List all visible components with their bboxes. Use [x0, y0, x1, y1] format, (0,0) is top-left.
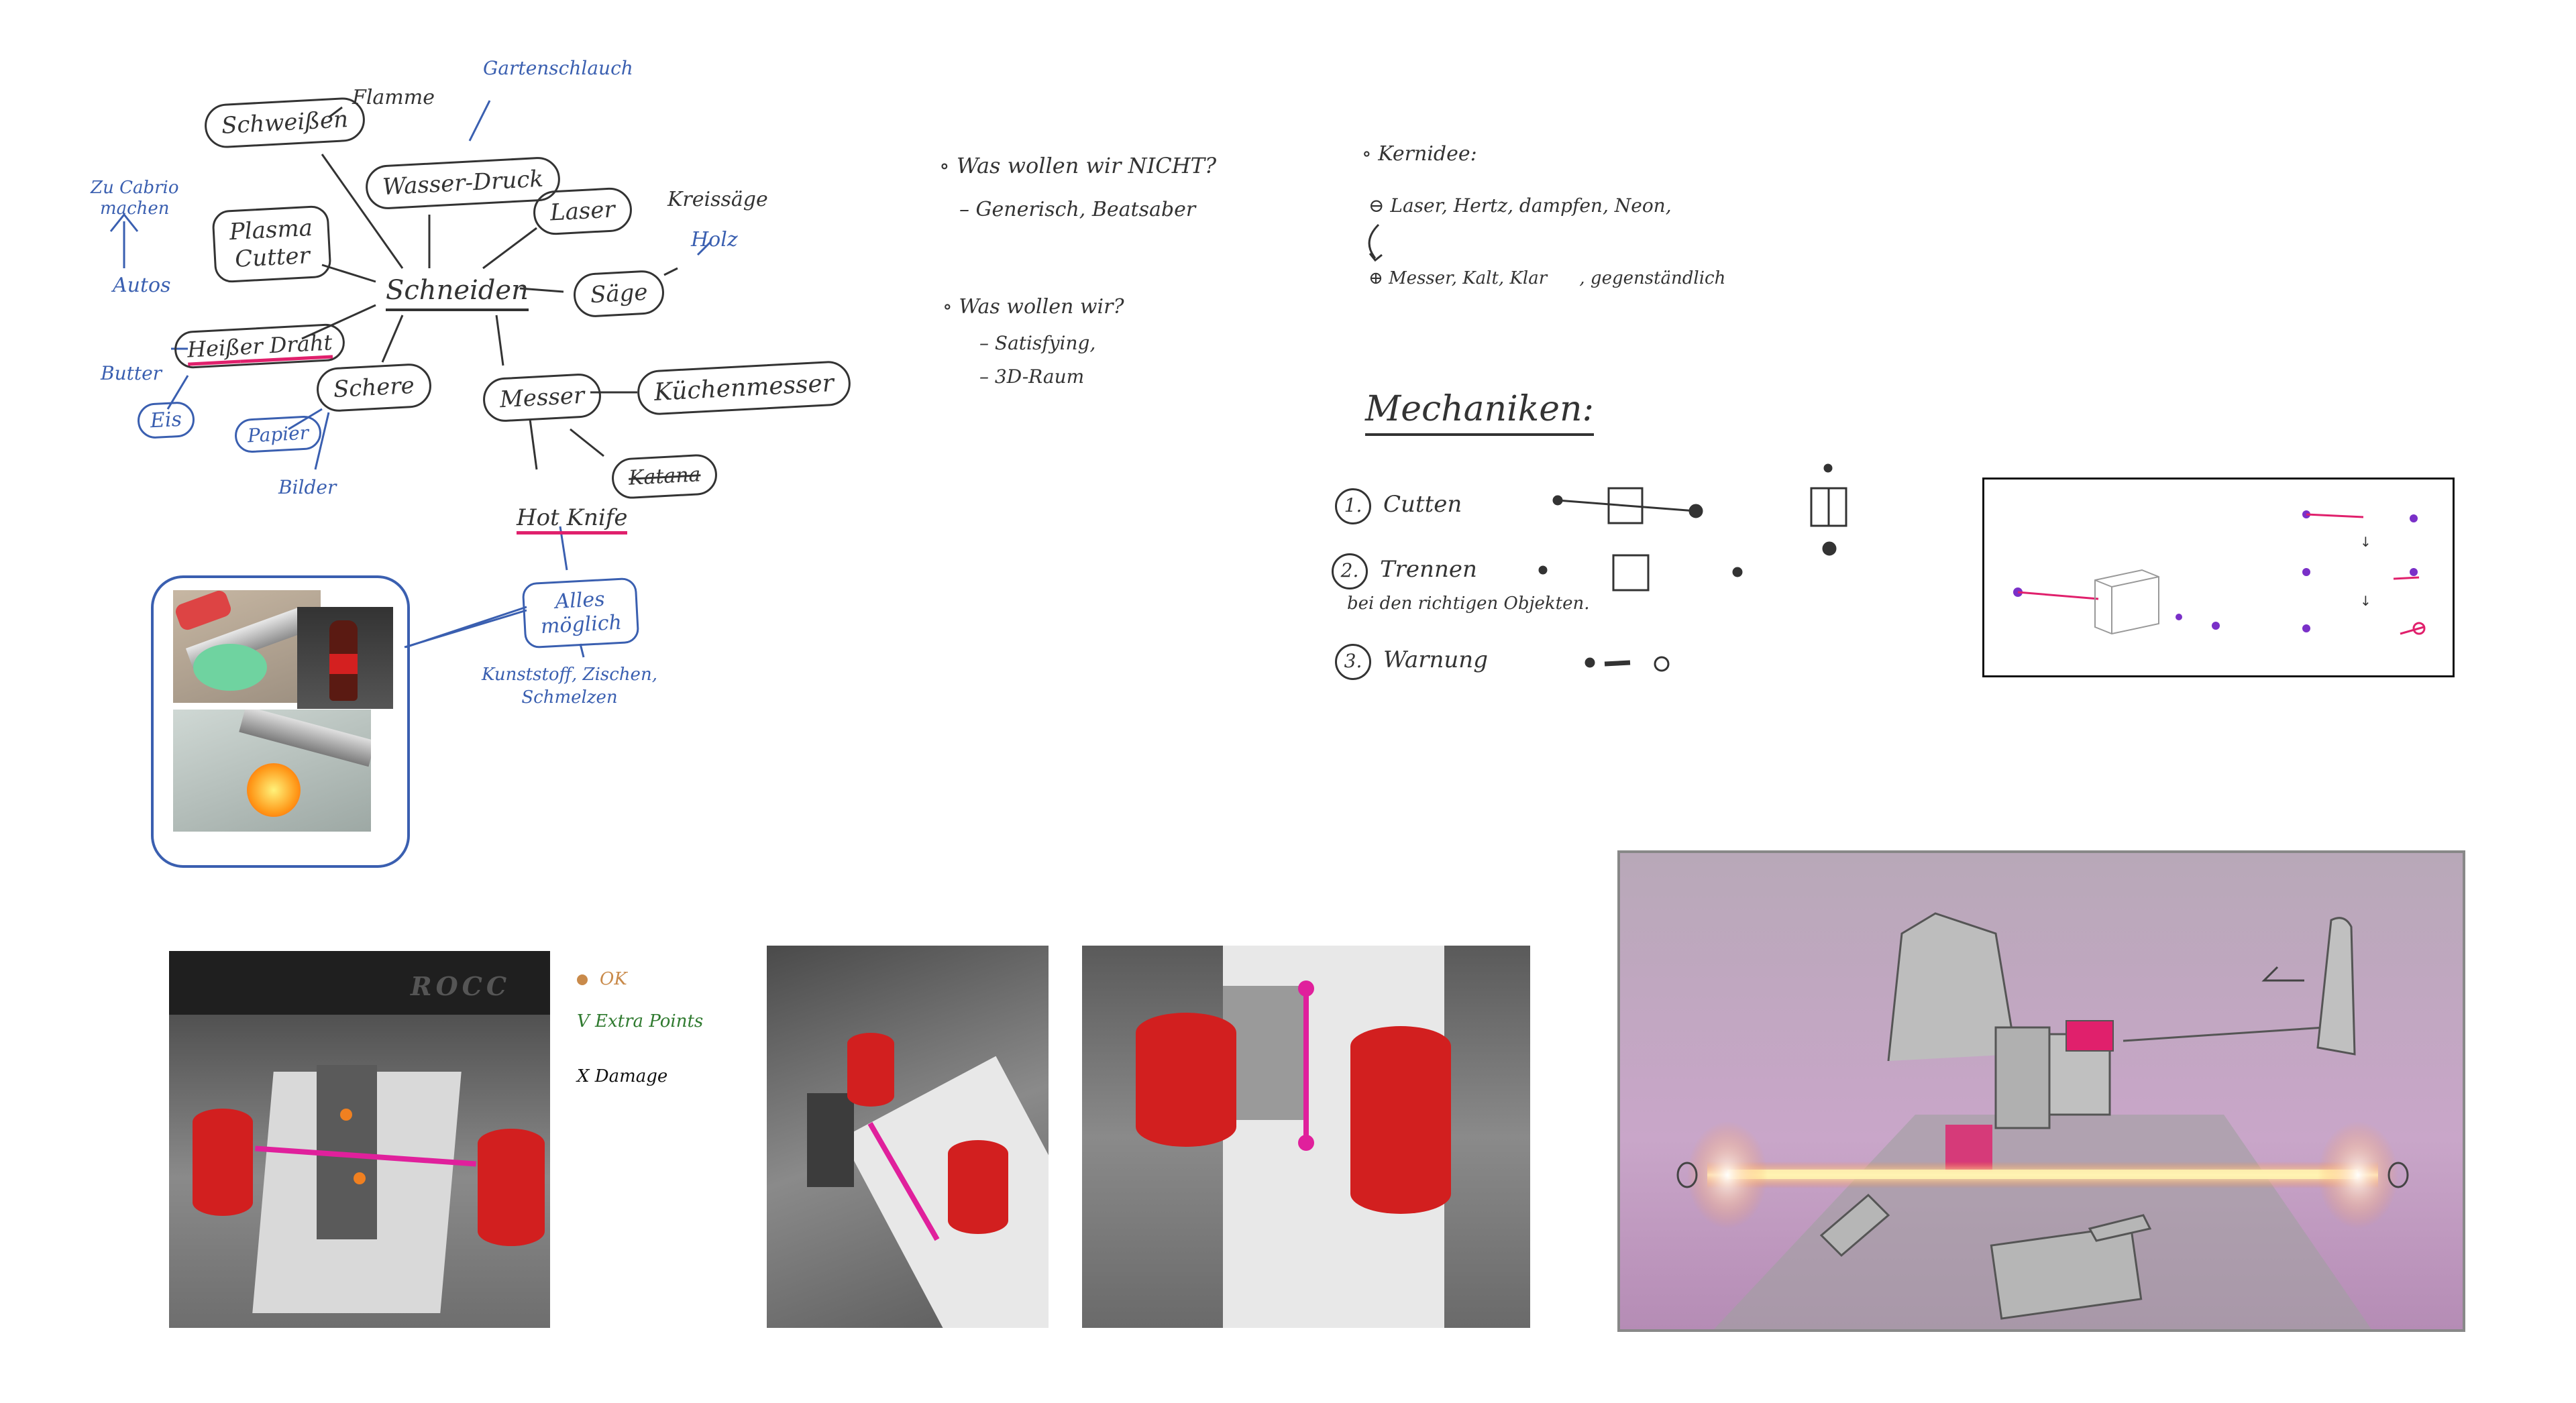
prototype-photo-2 — [767, 946, 1049, 1328]
plus-text: Messer, Kalt, Klar — [1389, 268, 1548, 288]
zu-cabrio-line-2: machen — [99, 199, 170, 219]
label-flamme: Flamme — [352, 86, 435, 109]
label-bilder: Bilder — [278, 476, 337, 498]
want-item-1-text: Satisfying, — [994, 332, 1096, 354]
hot-knife-text: Hot Knife — [517, 504, 628, 535]
mechanic-label-2: Trennen — [1380, 556, 1477, 583]
minus-text: Laser, Hertz, dampfen, Neon, — [1390, 194, 1672, 217]
legend-extra-points: V Extra Points — [577, 1011, 704, 1031]
question-want-heading: ∘ Was wollen wir? — [943, 295, 1124, 319]
flame-shape — [247, 763, 301, 817]
mechanic-item-3: 3. Warnung — [1335, 644, 1488, 680]
question-want-item-1: – Satisfying, — [979, 332, 1096, 354]
legend-damage: X Damage — [577, 1066, 668, 1086]
photo-cola-bottle — [297, 607, 393, 709]
red-cylinder-big-left — [1136, 1013, 1236, 1147]
question-not-text: Was wollen wir NICHT? — [956, 153, 1217, 178]
photo-knife-soap — [173, 590, 321, 703]
label-butter: Butter — [101, 362, 162, 384]
label-hot-knife-note: Kunststoff, Zischen, Schmelzen — [482, 664, 657, 710]
center-node-schneiden: Schneiden — [386, 275, 529, 311]
note-line-1: Kunststoff, Zischen, — [482, 665, 657, 685]
question-not-item-text: Generisch, Beatsaber — [975, 198, 1196, 221]
block-stack-2 — [807, 1093, 854, 1187]
laser-diagram: ↓ ↓ — [2013, 510, 2426, 635]
mechanic-sub-2: bei den richtigen Objekten. — [1347, 594, 1590, 614]
concept-sketch — [1676, 912, 2409, 1329]
bottle-label-shape — [329, 654, 358, 674]
mechanic-num-1: 1. — [1335, 488, 1371, 524]
label-autos: Autos — [113, 274, 171, 297]
legend-ok-text: OK — [600, 969, 627, 989]
red-cylinder-top — [847, 1033, 894, 1107]
prototype-photo-1: ROCC — [169, 951, 550, 1328]
hot-knife-collage-frame — [151, 575, 410, 868]
legend-ok: OK — [577, 969, 627, 989]
keyidea-heading-text: Kernidee: — [1378, 142, 1477, 166]
plus-extra: , gegenständlich — [1579, 268, 1726, 288]
red-cylinder-big-right — [1350, 1026, 1451, 1214]
red-cylinder-bottom — [948, 1140, 1008, 1234]
prototype-photo-3 — [1082, 946, 1530, 1328]
mechanic-item-1: 1. Cutten — [1335, 488, 1462, 524]
mechanic-label-1: Cutten — [1383, 491, 1462, 518]
plus-sign: ⊕ — [1368, 268, 1383, 288]
block-stack-3 — [1223, 986, 1303, 1120]
question-not-heading: ∘ Was wollen wir NICHT? — [939, 153, 1217, 178]
question-want-item-2: – 3D-Raum — [979, 366, 1085, 388]
node-hot-knife: Hot Knife — [517, 504, 628, 535]
marker-dot-1 — [340, 1109, 352, 1121]
keyidea-plus: ⊕ Messer, Kalt, Klar , gegenständlich — [1368, 268, 1725, 288]
green-soap-shape — [193, 644, 267, 691]
svg-text:↓: ↓ — [2360, 593, 2371, 609]
svg-text:↓: ↓ — [2360, 534, 2371, 550]
mechanic-label-3: Warnung — [1383, 647, 1488, 673]
label-kreissaege: Kreissäge — [667, 188, 768, 211]
mechanics-heading: Mechaniken: — [1365, 389, 1595, 436]
keyboard-area — [169, 951, 550, 1015]
zu-cabrio-line-1: Zu Cabrio — [91, 178, 179, 198]
laser-diagram-panel: ↓ ↓ — [1982, 478, 2455, 677]
label-holz: Holz — [691, 228, 738, 251]
red-cylinder-right — [478, 1129, 545, 1246]
label-gartenschlauch: Gartenschlauch — [483, 57, 633, 79]
laser-end-top — [1298, 980, 1314, 997]
red-cylinder-left — [193, 1109, 253, 1216]
ok-dot — [577, 974, 588, 985]
want-item-2-text: 3D-Raum — [994, 366, 1085, 388]
keyidea-minus: ⊖ Laser, Hertz, dampfen, Neon, — [1368, 194, 1672, 217]
mechanic-num-2: 2. — [1332, 553, 1368, 590]
question-want-text: Was wollen wir? — [959, 295, 1124, 319]
marker-dot-2 — [354, 1172, 366, 1184]
mechanic-item-2: 2. Trennen — [1332, 553, 1477, 590]
question-not-item: – Generisch, Beatsaber — [959, 198, 1196, 221]
minus-sign: ⊖ — [1368, 194, 1385, 217]
laser-line-3 — [1303, 986, 1309, 1147]
note-line-2: Schmelzen — [521, 687, 618, 708]
photo-burning-soap — [173, 710, 371, 832]
label-zu-cabrio: Zu Cabrio machen — [91, 178, 179, 219]
concept-art-panel — [1617, 850, 2465, 1332]
laser-end-bottom — [1298, 1135, 1314, 1151]
keyidea-heading: ∘ Kernidee: — [1362, 142, 1477, 166]
mechanic-num-3: 3. — [1335, 644, 1371, 680]
brand-text: ROCC — [411, 971, 511, 1001]
